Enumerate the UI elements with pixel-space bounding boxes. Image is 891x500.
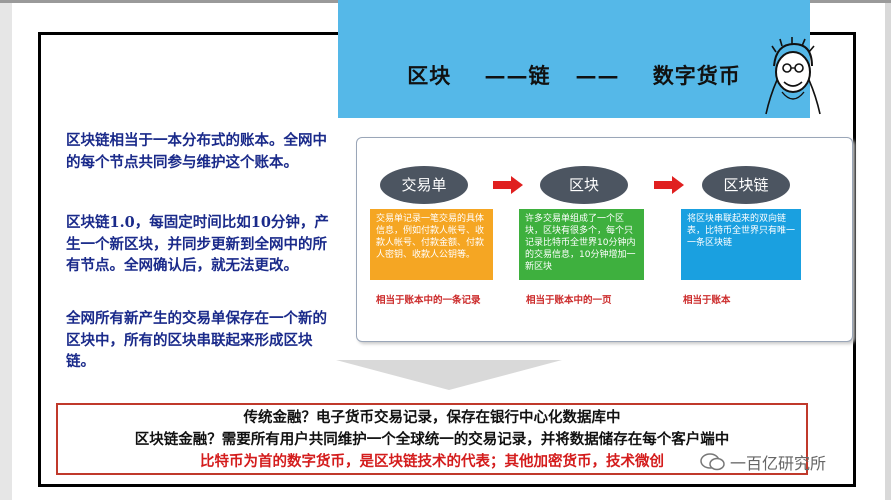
summary-bitcoin: 比特币为首的数字货币，是区块链技术的代表；其他加密货币，技术微创	[200, 453, 664, 470]
left-edge-strip	[0, 0, 12, 500]
right-edge-strip	[885, 0, 891, 500]
card-block: 许多交易单组成了一个区块，区块有很多个，每个只记录比特币全世界10分钟内的交易信…	[519, 209, 644, 280]
paragraph-new-block: 全网所有新产生的交易单保存在一个新的区块中，所有的区块串联起来形成区块链。	[66, 310, 327, 370]
watermark: 一百亿研究所	[700, 450, 826, 474]
node-block: 区块	[540, 166, 628, 204]
title-part-2: ——链	[484, 63, 551, 88]
card-transaction: 交易单记录一笔交易的具体信息，例如付款人帐号、收款人帐号、付款金额、付款人密钥、…	[370, 209, 493, 280]
summary-box	[56, 403, 808, 475]
node-transaction: 交易单	[380, 166, 468, 204]
paragraph-ledger: 区块链相当于一本分布式的账本。全网中的每个节点共同参与维护这个账本。	[66, 132, 327, 171]
slide-title: 区块 ——链 —— 数字货币	[338, 60, 810, 90]
title-part-3: ——	[575, 63, 620, 88]
title-banner	[338, 0, 810, 118]
caption-page: 相当于账本中的一页	[526, 295, 612, 306]
watermark-text: 一百亿研究所	[730, 454, 827, 473]
title-part-1: 区块	[407, 63, 452, 88]
down-arrow-icon	[336, 360, 562, 390]
card-blockchain: 将区块串联起来的双向链表，比特币全世界只有唯一一条区块链	[681, 209, 801, 280]
summary-blockchain: 区块链金融？需要所有用户共同维护一个全球统一的交易记录，并将数据储存在每个客户端…	[134, 431, 730, 448]
node-blockchain: 区块链	[702, 166, 790, 204]
summary-traditional: 传统金融？电子货币交易记录，保存在银行中心化数据库中	[243, 409, 621, 426]
cartoon-avatar-icon	[765, 37, 821, 115]
wechat-icon	[700, 453, 725, 471]
paragraph-blockchain-1: 区块链1.0，每固定时间比如10分钟，产生一个新区块，并同步更新到全网中的所有节…	[66, 214, 329, 274]
caption-record: 相当于账本中的一条记录	[376, 295, 481, 306]
caption-ledger: 相当于账本	[683, 295, 731, 306]
red-arrow-icon	[493, 176, 523, 194]
red-arrow-icon	[654, 176, 684, 194]
title-part-4: 数字货币	[652, 63, 741, 88]
